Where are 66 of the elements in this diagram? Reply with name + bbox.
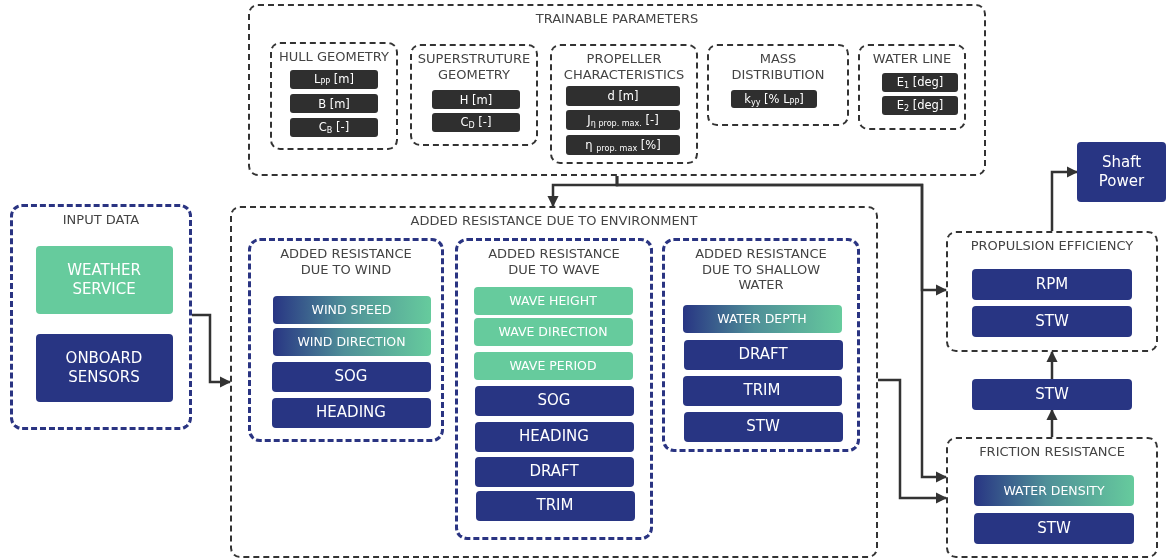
- dashed-group-box: [230, 206, 878, 558]
- dashed-group-box: [248, 238, 444, 442]
- connector-arrow: [192, 313, 232, 388]
- group-title: ADDED RESISTANCE DUE TO WAVE: [487, 246, 621, 278]
- dashed-group-box: [10, 204, 192, 430]
- variable-box: STW: [972, 379, 1132, 410]
- group-title: SUPERSTRUTURE GEOMETRY: [416, 51, 532, 83]
- parameter-tag: J$_{η prop. max.}$ [-]: [566, 110, 680, 130]
- variable-box: ONBOARD SENSORS: [35, 333, 173, 402]
- parameter-tag: d [m]: [566, 86, 680, 106]
- variable-box: TRIM: [682, 375, 842, 406]
- dashed-group-box: [550, 44, 698, 164]
- dashed-group-box: [707, 44, 849, 126]
- variable-box: WATER DENSITY: [974, 475, 1134, 506]
- group-title: PROPELLER CHARACTERISTICS: [562, 51, 686, 83]
- parameter-tag: E$_{2}$ [deg]: [882, 96, 958, 115]
- variable-box: WATER DEPTH: [682, 304, 842, 333]
- dashed-group-box: [946, 437, 1158, 558]
- variable-box: STW: [974, 513, 1134, 544]
- dashed-group-box: [455, 238, 653, 540]
- variable-box: RPM: [972, 269, 1132, 300]
- connector-arrow: [1050, 166, 1079, 231]
- group-title: WATER LINE: [871, 51, 953, 67]
- variable-box: WIND DIRECTION: [272, 327, 431, 356]
- parameter-tag: C$_{B}$ [-]: [290, 118, 378, 137]
- group-title: ADDED RESISTANCE DUE TO WIND: [279, 246, 413, 278]
- connector-arrow: [615, 176, 948, 483]
- dashed-group-box: [270, 42, 398, 150]
- connector-arrow: [878, 378, 948, 504]
- dashed-group-box: [946, 231, 1158, 352]
- parameter-tag: L$_{PP}$ [m]: [290, 70, 378, 89]
- variable-box: STW: [683, 411, 843, 442]
- parameter-tag: C$_{D}$ [-]: [432, 113, 520, 132]
- variable-box: STW: [972, 306, 1132, 337]
- parameter-tag: η $_{prop. max}$ [%]: [566, 135, 680, 155]
- parameter-tag: B [m]: [290, 94, 378, 113]
- parameter-tag: k$_{yy}$ [% L$_{PP}$]: [731, 90, 817, 108]
- variable-box: SOG: [271, 361, 431, 392]
- variable-box: HEADING: [271, 397, 431, 428]
- dashed-group-box: [410, 44, 538, 146]
- variable-box: WAVE HEIGHT: [473, 286, 633, 315]
- group-title: ADDED RESISTANCE DUE TO SHALLOW WATER: [694, 246, 828, 293]
- connector-arrow: [1046, 408, 1058, 437]
- variable-box: WEATHER SERVICE: [35, 245, 173, 314]
- parameter-tag: H [m]: [432, 90, 520, 109]
- dashed-group-box: [662, 238, 860, 452]
- dashed-group-box: [248, 4, 986, 176]
- variable-box: HEADING: [474, 421, 634, 452]
- group-title: INPUT DATA: [61, 212, 141, 228]
- variable-box: WAVE DIRECTION: [473, 317, 633, 346]
- group-title: TRAINABLE PARAMETERS: [534, 11, 700, 27]
- variable-box: WIND SPEED: [272, 295, 431, 324]
- variable-box: DRAFT: [474, 456, 634, 487]
- variable-box: WAVE PERIOD: [473, 351, 633, 380]
- variable-box: Shaft Power: [1077, 142, 1166, 202]
- variable-box: SOG: [474, 385, 634, 416]
- variable-box: DRAFT: [683, 339, 843, 370]
- group-title: PROPULSION EFFICIENCY: [969, 238, 1135, 254]
- group-title: FRICTION RESISTANCE: [978, 444, 1126, 460]
- group-title: ADDED RESISTANCE DUE TO ENVIRONMENT: [409, 213, 699, 229]
- dashed-group-box: [858, 44, 966, 130]
- parameter-tag: E$_{1}$ [deg]: [882, 73, 958, 92]
- connector-arrow: [1046, 350, 1058, 379]
- variable-box: TRIM: [475, 490, 635, 521]
- group-title: MASS DISTRIBUTION: [730, 51, 826, 83]
- group-title: HULL GEOMETRY: [278, 49, 390, 65]
